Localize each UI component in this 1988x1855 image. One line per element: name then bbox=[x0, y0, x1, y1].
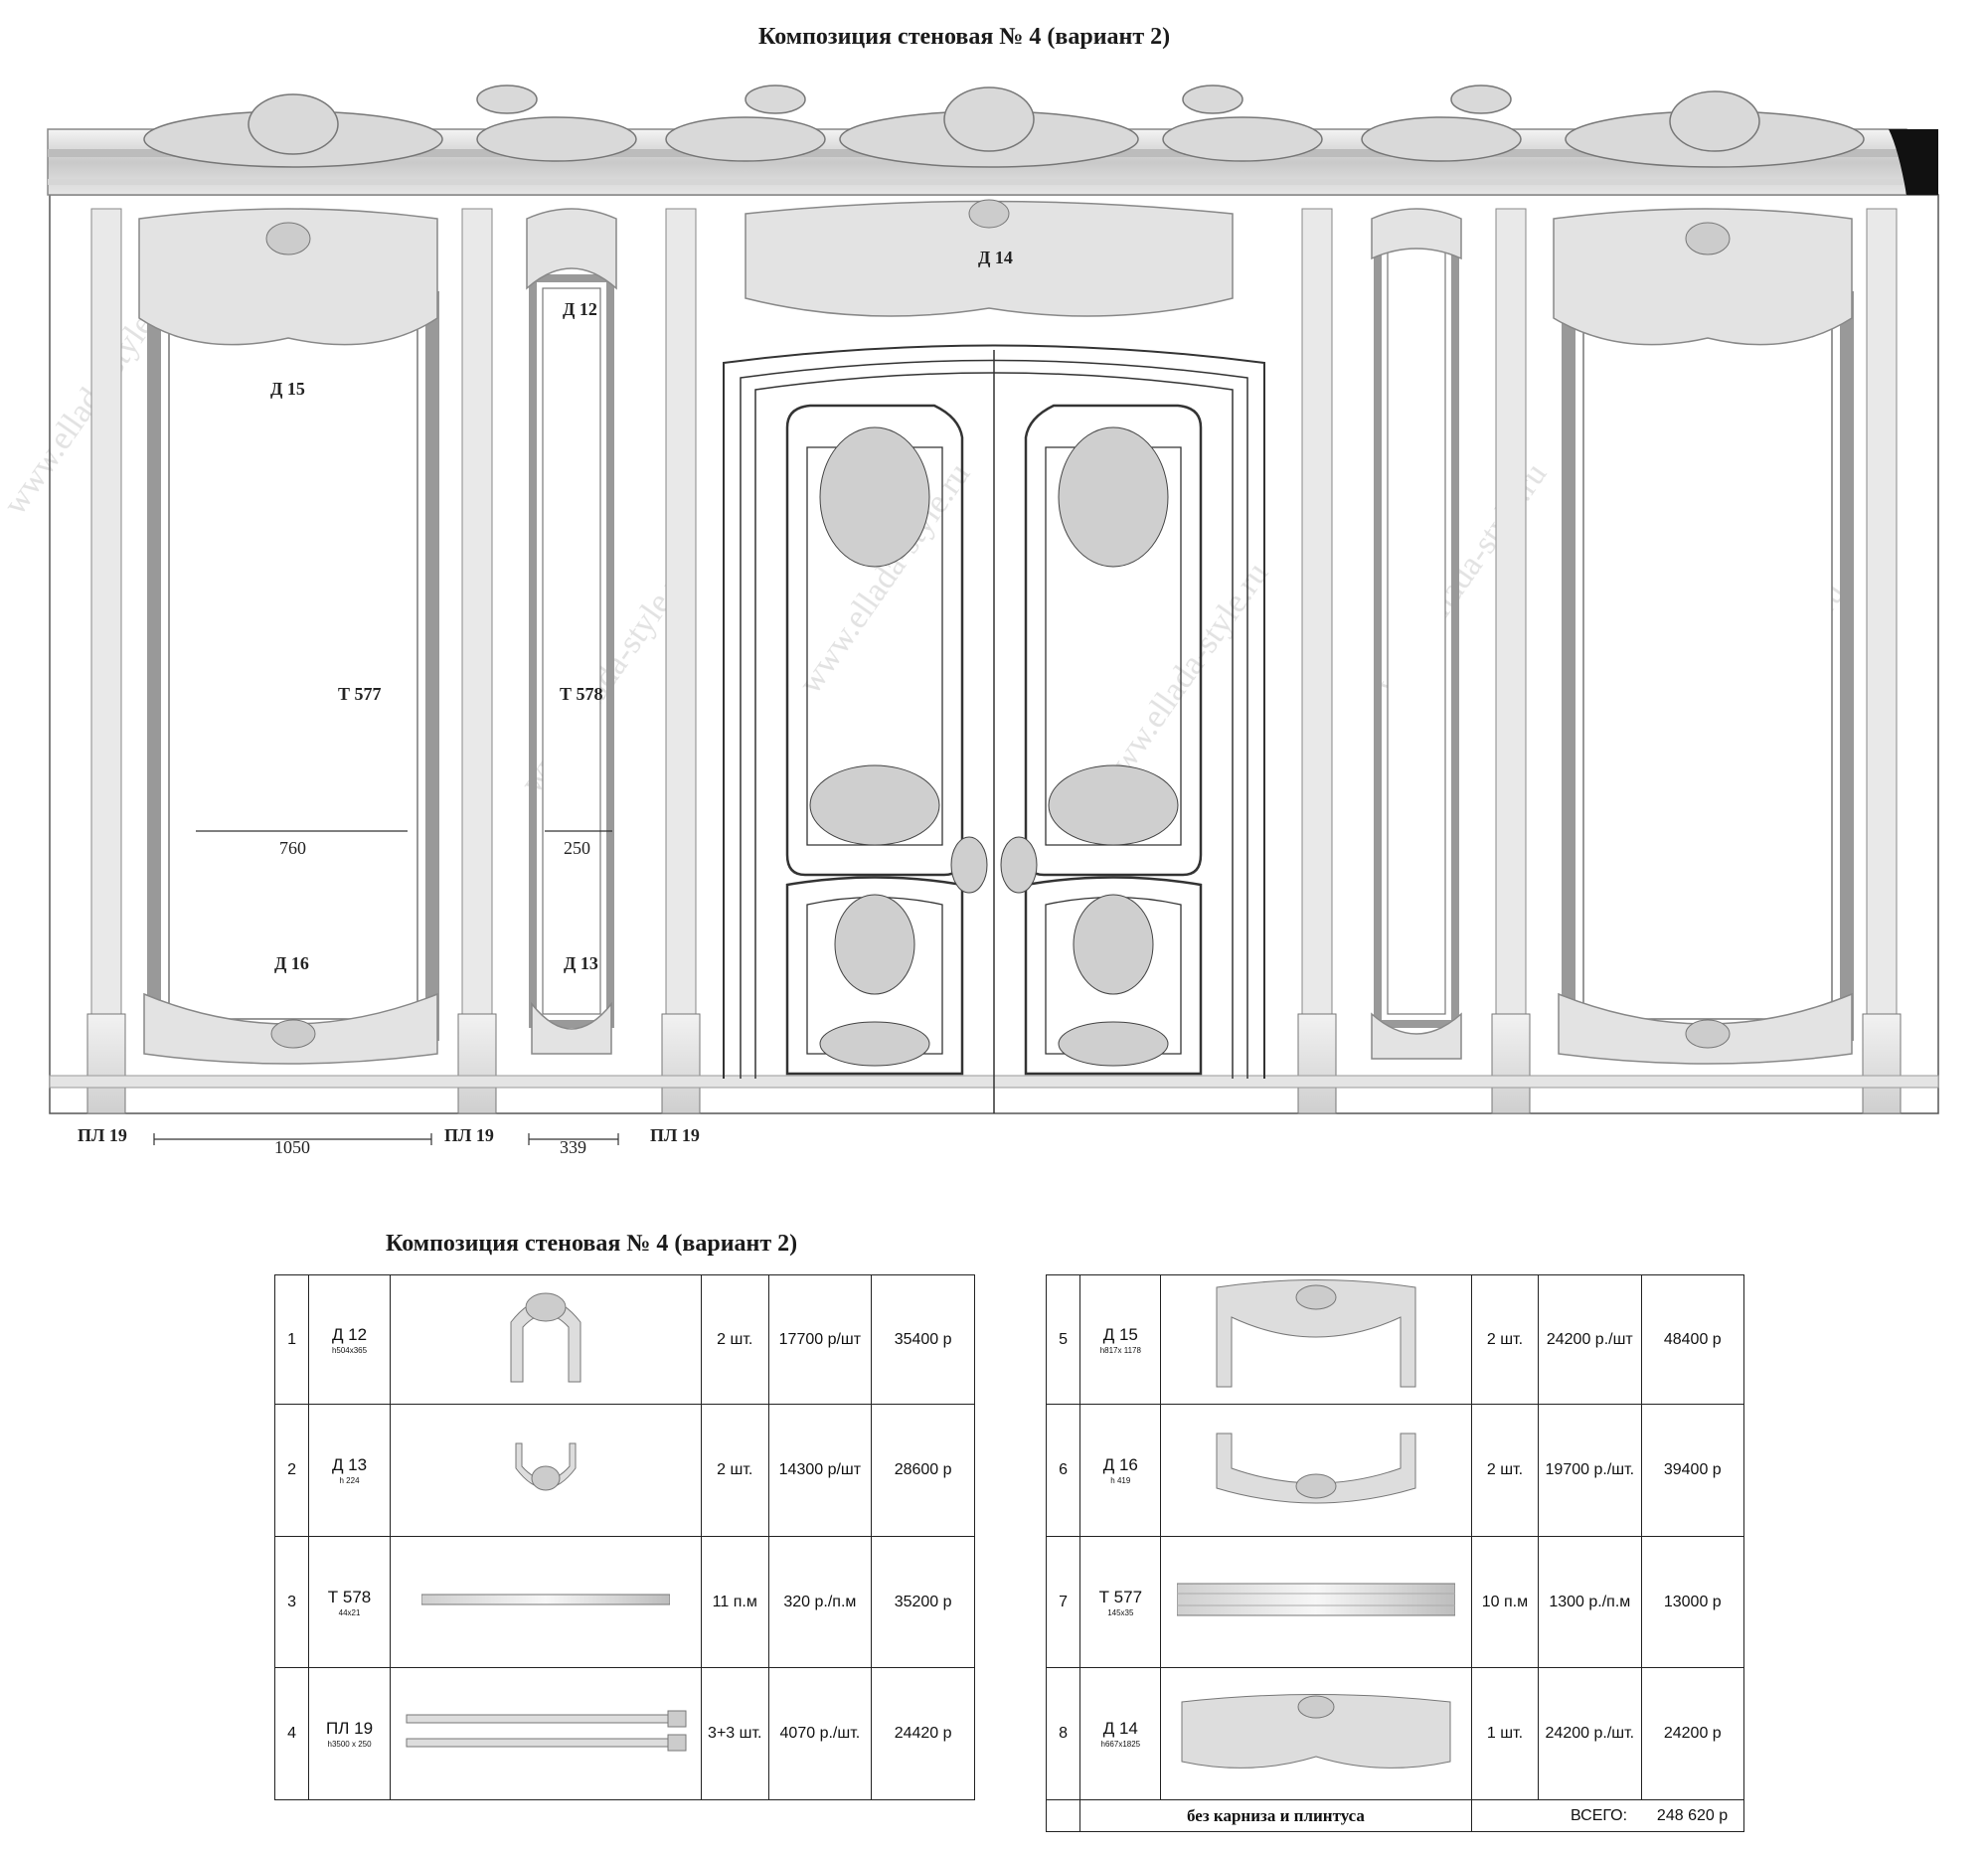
item-quantity: 2 шт. bbox=[701, 1274, 769, 1405]
item-quantity: 1 шт. bbox=[1470, 1667, 1540, 1800]
total-value: 248 620 р bbox=[1641, 1799, 1745, 1832]
total-label: ВСЕГО: bbox=[1470, 1799, 1642, 1832]
item-image bbox=[389, 1536, 703, 1668]
dimension-panel-wide: 1050 bbox=[274, 1137, 310, 1157]
narrow-panel-left bbox=[526, 208, 617, 1055]
label-t578: Т 578 bbox=[560, 684, 603, 704]
row-number: 8 bbox=[1045, 1667, 1081, 1800]
ornament-d13-image bbox=[515, 1442, 577, 1490]
moulding-t577-image bbox=[1176, 1583, 1456, 1616]
label-t577: Т 577 bbox=[338, 684, 382, 704]
item-image bbox=[389, 1667, 703, 1800]
item-image bbox=[1160, 1667, 1472, 1800]
table-title: Композиция стеновая № 4 (вариант 2) bbox=[386, 1231, 798, 1257]
footer-note: без карниза и плинтуса bbox=[1079, 1799, 1472, 1832]
item-price: 19700 р./шт. bbox=[1538, 1404, 1642, 1537]
row-number: 3 bbox=[273, 1536, 310, 1668]
row-number: 6 bbox=[1045, 1404, 1081, 1537]
ornament-d15-image bbox=[1216, 1279, 1416, 1388]
label-d13: Д 13 bbox=[564, 953, 598, 973]
item-image bbox=[389, 1274, 703, 1405]
row-number: 2 bbox=[273, 1404, 310, 1537]
item-price: 24200 р./шт. bbox=[1538, 1667, 1642, 1800]
ornament-d12-image bbox=[510, 1292, 581, 1383]
double-door bbox=[723, 344, 1265, 1113]
label-pl19-left: ПЛ 19 bbox=[78, 1125, 127, 1145]
item-price: 14300 р/шт bbox=[767, 1404, 873, 1537]
pilaster-pl19-image bbox=[406, 1710, 687, 1751]
item-quantity: 10 п.м bbox=[1470, 1536, 1540, 1668]
wide-panel-left bbox=[138, 208, 439, 1065]
page-title: Композиция стеновая № 4 (вариант 2) bbox=[758, 24, 1171, 50]
ornament-d14-image bbox=[1181, 1693, 1451, 1769]
row-number: 4 bbox=[273, 1667, 310, 1800]
item-image bbox=[1160, 1536, 1472, 1668]
item-sum: 35200 р bbox=[871, 1536, 975, 1668]
table-footer-row: без карниза и плинтуса ВСЕГО: 248 620 р bbox=[1045, 1799, 1745, 1832]
wide-panel-right bbox=[1553, 208, 1854, 1065]
dimension-panel-narrow: 339 bbox=[560, 1137, 586, 1157]
item-price: 24200 р./шт bbox=[1538, 1274, 1642, 1405]
item-quantity: 2 шт. bbox=[701, 1404, 769, 1537]
ornament-d16-image bbox=[1216, 1433, 1416, 1503]
dimension-inner-narrow: 250 bbox=[564, 838, 590, 858]
label-d16: Д 16 bbox=[274, 953, 309, 973]
dimension-inner-wide: 760 bbox=[279, 838, 306, 858]
row-number: 7 bbox=[1045, 1536, 1081, 1668]
label-d12: Д 12 bbox=[563, 299, 597, 319]
wall-elevation-drawing: www.ellada-style.ru www.ellada-style.ru … bbox=[0, 84, 1939, 1157]
item-quantity: 2 шт. bbox=[1470, 1274, 1540, 1405]
item-price: 17700 р/шт bbox=[767, 1274, 873, 1405]
label-pl19-right: ПЛ 19 bbox=[650, 1125, 700, 1145]
item-price: 1300 р./п.м bbox=[1538, 1536, 1642, 1668]
item-sum: 48400 р bbox=[1640, 1274, 1745, 1405]
item-price: 4070 р./шт. bbox=[767, 1667, 873, 1800]
item-sum: 24420 р bbox=[871, 1667, 975, 1800]
item-quantity: 3+3 шт. bbox=[701, 1667, 769, 1800]
item-sum: 28600 р bbox=[871, 1404, 975, 1537]
item-quantity: 11 п.м bbox=[701, 1536, 769, 1668]
item-sum: 13000 р bbox=[1640, 1536, 1745, 1668]
label-d15: Д 15 bbox=[270, 379, 305, 399]
item-quantity: 2 шт. bbox=[1470, 1404, 1540, 1537]
moulding-t578-image bbox=[420, 1594, 671, 1605]
item-price: 320 р./п.м bbox=[767, 1536, 873, 1668]
row-number: 1 bbox=[273, 1274, 310, 1405]
label-d14: Д 14 bbox=[978, 248, 1013, 267]
pilasters bbox=[86, 208, 1902, 1114]
item-sum: 39400 р bbox=[1640, 1404, 1745, 1537]
label-pl19-middle: ПЛ 19 bbox=[444, 1125, 494, 1145]
item-image bbox=[389, 1404, 703, 1537]
overdoor-ornament bbox=[745, 199, 1234, 317]
item-sum: 35400 р bbox=[871, 1274, 975, 1405]
narrow-panel-right bbox=[1371, 208, 1462, 1060]
item-image bbox=[1160, 1274, 1472, 1405]
row-number: 5 bbox=[1045, 1274, 1081, 1405]
item-image bbox=[1160, 1404, 1472, 1537]
item-sum: 24200 р bbox=[1640, 1667, 1745, 1800]
